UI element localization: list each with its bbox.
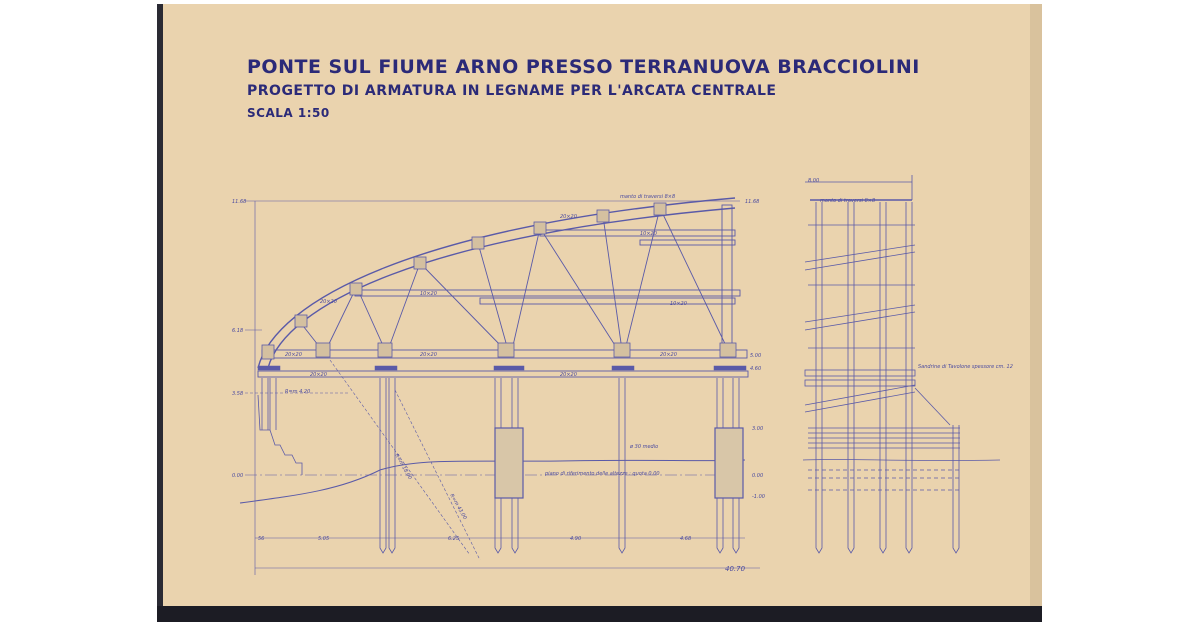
member-label: 10×20: [420, 291, 437, 297]
section-width-label: 8.00: [808, 178, 819, 184]
dim-total: 40.70: [725, 565, 746, 573]
annotations: 11.68 6.18 3.58 0.00 11.68 5.00 4.60 3.0…: [232, 178, 1013, 573]
member-label: 20×20: [285, 352, 302, 358]
sheet-edge: [157, 606, 1042, 622]
datum-note: piano di riferimento delle altezze : quo…: [544, 471, 660, 477]
member-label: 20×20: [560, 372, 577, 378]
elev-pile-base: -1.00: [752, 494, 765, 500]
pile-diameter: ø 30 medio: [629, 444, 658, 450]
truss-diagonals: [299, 207, 729, 351]
truss-nodes: [261, 202, 737, 360]
elev-cap: 3.00: [752, 426, 763, 432]
elev-datum: 0.00: [232, 473, 243, 479]
section-manto: manto di traversi 8×8: [820, 198, 875, 204]
sandrine-note: Sandrine di Tavolone spessore cm. 12: [918, 364, 1013, 370]
manto-label: manto di traversi 8×8: [620, 194, 675, 200]
terrain-line: [239, 459, 746, 504]
member-label: 20×20: [660, 352, 677, 358]
sheet-edge: [157, 4, 163, 622]
member-label: 20×20: [310, 372, 327, 378]
arch-rib: [257, 197, 736, 369]
elev-low: 3.58: [232, 391, 243, 397]
drawing-subtitle: PROGETTO DI ARMATURA IN LEGNAME PER L'AR…: [247, 83, 777, 99]
dim-4: 4.90: [570, 536, 581, 542]
pile-caps: [257, 365, 747, 371]
elev-top: 11.68: [232, 199, 246, 205]
sheet-edge: [1030, 4, 1042, 610]
member-label: 20×20: [560, 214, 577, 220]
dim-3: 6.25: [448, 536, 459, 542]
dim-2: 5.05: [318, 536, 329, 542]
drawing-scale: SCALA 1:50: [247, 106, 330, 120]
drawing-sheet: [157, 4, 1042, 622]
member-label: 20×20: [420, 352, 437, 358]
member-label: 10×20: [640, 231, 657, 237]
member-label: 20×20: [320, 299, 337, 305]
elev-right-top: 11.68: [745, 199, 759, 205]
reference-lines: [245, 200, 760, 575]
elev-datum-right: 0.00: [752, 473, 763, 479]
abutment-steps: [257, 394, 303, 475]
member-label: 10×20: [670, 301, 687, 307]
dim-1: 56: [258, 536, 264, 542]
radius-small: R=m 4.20: [285, 389, 310, 395]
radius-mid: R=m 18.00: [393, 453, 412, 481]
dim-5: 4.68: [680, 536, 691, 542]
concrete-footings: [494, 427, 744, 499]
elev-mid: 6.18: [232, 328, 243, 334]
cross-section: [802, 175, 1001, 554]
drawing-title: PONTE SUL FIUME ARNO PRESSO TERRANUOVA B…: [247, 56, 920, 78]
elev-beam: 5.00: [750, 353, 761, 359]
elev-sill: 4.60: [750, 366, 761, 372]
